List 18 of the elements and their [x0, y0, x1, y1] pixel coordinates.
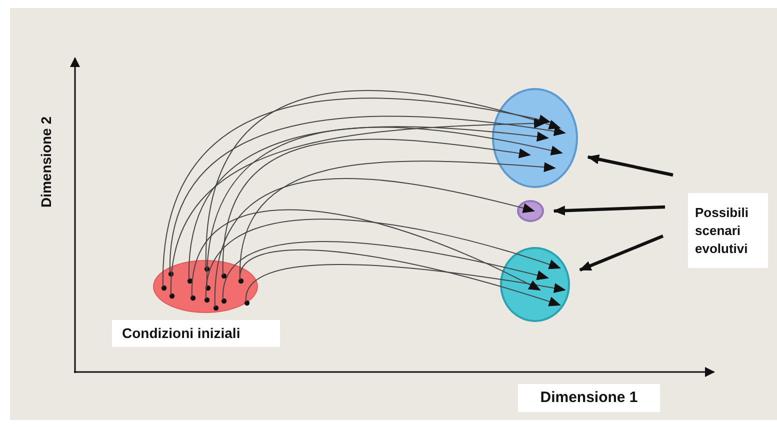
arrow	[206, 90, 561, 268]
arrow	[579, 234, 664, 272]
arrow	[222, 138, 531, 276]
arrow	[214, 178, 535, 308]
caption-box: Possibili scenari evolutivi	[688, 193, 768, 268]
arrow	[246, 264, 566, 302]
axis-label: Dimensione 1	[518, 384, 660, 412]
node-label: Condizioni iniziali	[112, 320, 280, 347]
arrow	[587, 154, 674, 177]
arrow	[170, 116, 566, 274]
arrow	[206, 218, 561, 300]
arrow	[240, 249, 561, 306]
arrow	[162, 98, 551, 288]
axis-label: Dimensione 2	[37, 115, 55, 210]
arrow	[192, 209, 541, 298]
arrow	[170, 118, 546, 296]
arrow	[553, 205, 666, 216]
arrow	[222, 241, 549, 300]
